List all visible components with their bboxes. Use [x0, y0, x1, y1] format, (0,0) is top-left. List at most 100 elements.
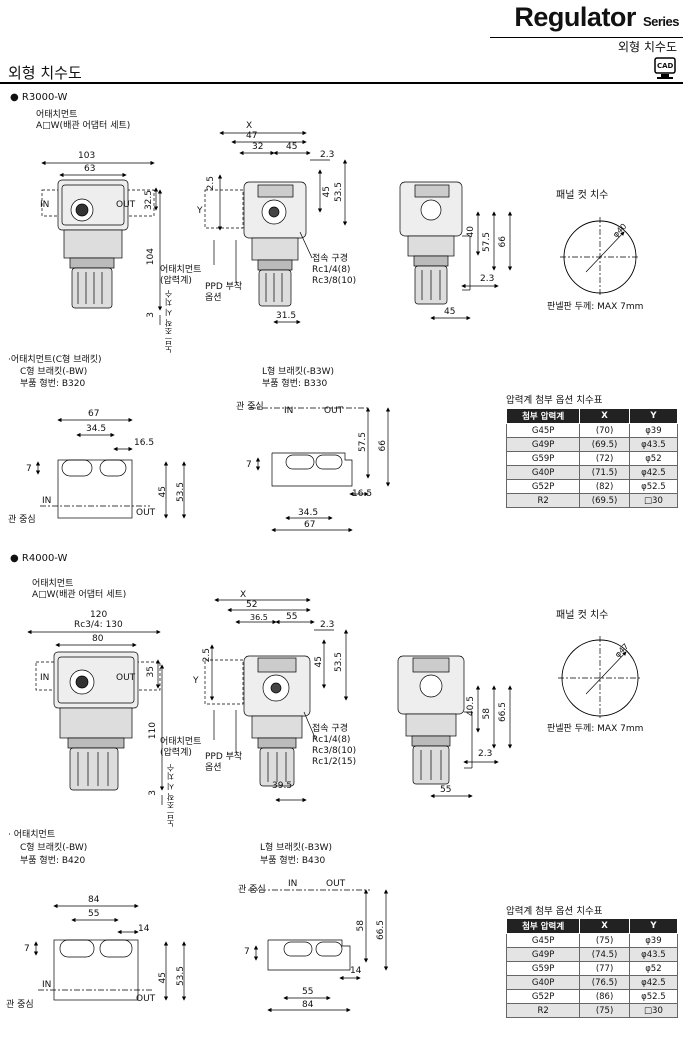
r3000-cb-title-3: 부품 형번: B320 — [20, 379, 86, 389]
r4000-dim-55: 55 — [286, 612, 298, 622]
header-rule — [490, 37, 683, 38]
table-cell: (75) — [579, 933, 630, 948]
r4000-port-3: Rc1/2(15) — [312, 757, 357, 767]
table-cell: φ43.5 — [628, 437, 679, 452]
r4000-rear-view — [397, 655, 513, 799]
r3000-cb-165: 16.5 — [134, 438, 155, 448]
r3000-lb-title-2: 부품 형번: B330 — [262, 379, 328, 389]
table-row: G40P(71.5)φ42.5 — [505, 465, 679, 480]
r4000-front-view — [27, 629, 165, 805]
r3000-lb-center: 관 중심 — [236, 402, 264, 412]
r4000-rear-405: 40.5 — [466, 696, 476, 717]
r3000-cb-535: 53.5 — [176, 482, 186, 503]
r4000-lb-14: 14 — [350, 966, 362, 976]
r3000-cb-45: 45 — [158, 486, 168, 498]
r4000-port-1: Rc1/4(8) — [312, 735, 351, 745]
r3000-dim-325: 32.5 — [144, 190, 154, 211]
r3000-cb-in: IN — [42, 496, 52, 506]
r4000-lb-84: 84 — [302, 1000, 314, 1010]
table-cell: φ52.5 — [628, 989, 679, 1004]
r3000-front-view — [41, 160, 163, 325]
r3000-cb-67: 67 — [88, 409, 100, 419]
r4000-rear-665: 66.5 — [498, 702, 508, 723]
r3000-cb-center: 관 중심 — [8, 515, 36, 525]
r3000-panel-cut — [560, 217, 640, 297]
r3000-dim-104: 104 — [146, 248, 156, 266]
table-cell: G59P — [505, 451, 581, 466]
r4000-l-bracket — [248, 889, 389, 1013]
table-cell: φ42.5 — [628, 975, 679, 990]
r4000-cb-center: 관 중심 — [6, 1000, 34, 1010]
r3000-lb-title-1: L형 브래킷(-B3W) — [262, 367, 335, 377]
table-row: G40P(76.5)φ42.5 — [505, 975, 679, 990]
r4000-gauge-table: 첨부 압력계 X Y G45P(75)φ39 G49P(74.5)φ43.5 G… — [505, 918, 679, 1018]
r4000-cb-45: 45 — [158, 972, 168, 984]
table-cell: (76.5) — [579, 975, 630, 990]
r4000-cb-title-2: C형 브래킷(-BW) — [20, 843, 88, 853]
r4000-panel-cut — [558, 636, 642, 720]
table-cell: φ43.5 — [628, 947, 679, 962]
r3000-attach-label-1: 어태치먼트 — [160, 265, 202, 275]
r3000-in-label: IN — [40, 200, 50, 210]
table-header: 첨부 압력계 — [505, 918, 581, 934]
r3000-cb-7: 7 — [26, 464, 32, 474]
r4000-ppd-label-2: 옵션 — [205, 763, 222, 773]
table-cell: (69.5) — [579, 493, 630, 508]
header-subtitle: 외형 치수도 — [617, 40, 677, 54]
table-cell: G59P — [505, 961, 581, 976]
r3000-dim-32: 32 — [252, 142, 264, 152]
table-header: X — [579, 408, 630, 424]
r4000-table-title: 압력계 첨부 옵션 치수표 — [506, 906, 603, 917]
table-row: G49P(74.5)φ43.5 — [505, 947, 679, 962]
r4000-attach-label-2: (압력계) — [160, 748, 192, 758]
table-cell: φ52 — [628, 451, 679, 466]
r3000-cb-345: 34.5 — [86, 424, 107, 434]
r4000-in-label: IN — [40, 673, 50, 683]
table-cell: φ39 — [628, 933, 679, 948]
table-cell: φ42.5 — [628, 465, 679, 480]
r4000-dim-x: X — [240, 590, 247, 600]
r4000-cb-title-3: 부품 형번: B420 — [20, 856, 86, 866]
r4000-lb-55: 55 — [302, 987, 314, 997]
table-row: R2(75)□30 — [505, 1003, 679, 1018]
r4000-rear-55: 55 — [440, 785, 452, 795]
table-cell: G49P — [505, 947, 581, 962]
r3000-port-2: Rc3/8(10) — [312, 276, 357, 286]
cad-icon[interactable]: CAD — [653, 56, 677, 80]
series-name: Regulator — [514, 2, 636, 32]
r3000-side-view — [204, 130, 348, 325]
r4000-port-2: Rc3/8(10) — [312, 746, 357, 756]
r3000-attach-label-2: (압력계) — [160, 276, 192, 286]
table-cell: □30 — [628, 1003, 679, 1018]
r4000-port-title: 접속 구경 — [312, 724, 348, 734]
r3000-cb-title-2: C형 브래킷(-BW) — [20, 367, 88, 377]
table-row: G59P(77)φ52 — [505, 961, 679, 976]
r3000-model-title: ● R3000-W — [10, 92, 68, 103]
r3000-lb-in: IN — [284, 406, 294, 416]
table-row: G59P(72)φ52 — [505, 451, 679, 466]
r3000-rear-40: 40 — [466, 226, 476, 238]
r4000-dim-3: 3 — [148, 790, 158, 796]
table-cell: G45P — [505, 423, 581, 438]
table-header: 첨부 압력계 — [505, 408, 581, 424]
r4000-rear-23: 2.3 — [478, 749, 493, 759]
table-cell: R2 — [505, 493, 581, 508]
r3000-rear-575: 57.5 — [482, 232, 492, 253]
series-title: Regulator Series — [514, 2, 679, 33]
r3000-c-bracket — [35, 417, 187, 519]
table-cell: G40P — [505, 465, 581, 480]
r4000-model-title: ● R4000-W — [10, 553, 68, 564]
r3000-lb-out: OUT — [324, 406, 344, 416]
r4000-lb-title-1: L형 브래킷(-B3W) — [260, 843, 333, 853]
table-cell: (74.5) — [579, 947, 630, 962]
r4000-out-label: OUT — [116, 673, 136, 683]
r4000-dim-y: Y — [193, 676, 199, 686]
r4000-cb-7: 7 — [24, 944, 30, 954]
r3000-dim-25: 2.5 — [206, 176, 216, 191]
table-cell: G45P — [505, 933, 581, 948]
r3000-out-label: OUT — [116, 200, 136, 210]
r3000-front-attach-1: 어태치먼트 — [36, 110, 78, 120]
r4000-dim-25: 2.5 — [202, 648, 212, 663]
r4000-dim-130: Rc3/4: 130 — [74, 620, 123, 630]
